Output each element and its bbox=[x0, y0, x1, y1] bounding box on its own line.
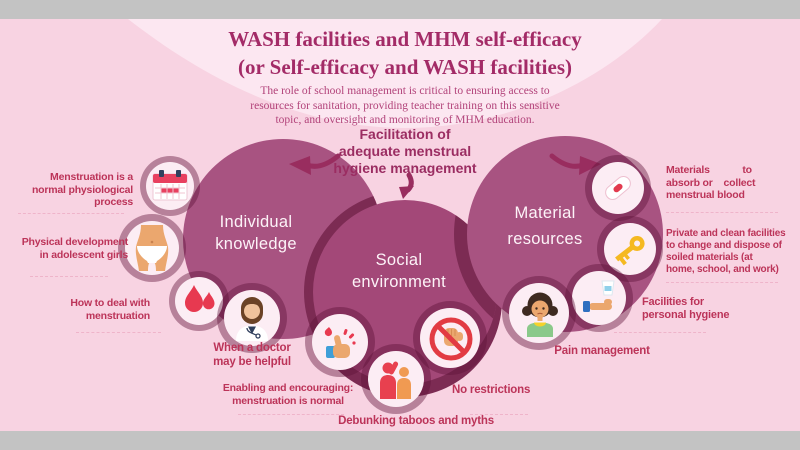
divider-line bbox=[238, 414, 344, 415]
letterbox-bar-bottom bbox=[0, 431, 800, 450]
label-materials-to-absorb: Materials to absorb or collect menstrual… bbox=[666, 164, 756, 202]
individual-knowledge-label: Individual knowledge bbox=[215, 213, 297, 253]
arrow-left-head bbox=[289, 156, 311, 175]
divider-line bbox=[18, 213, 124, 214]
arrow-down-head bbox=[399, 186, 414, 199]
divider-line bbox=[470, 414, 528, 415]
divider-line bbox=[76, 332, 161, 333]
doctor-icon bbox=[232, 295, 272, 346]
letterbox-bar-top bbox=[0, 0, 800, 19]
page-title: WASH facilities and MHM self-efficacy (o… bbox=[228, 27, 582, 79]
material-resources-label: Material resources bbox=[507, 204, 583, 248]
blood-drops-icon bbox=[182, 283, 218, 324]
people-talking-icon bbox=[376, 359, 416, 404]
divider-line bbox=[30, 276, 108, 277]
calendar-icon bbox=[151, 169, 189, 208]
divider-line bbox=[614, 332, 706, 333]
hand-soap-icon bbox=[579, 278, 619, 325]
female-body-icon bbox=[134, 225, 170, 276]
facilitation-arrows bbox=[289, 153, 601, 199]
divider-line bbox=[666, 282, 778, 283]
label-when-a-doctor: When a doctor may be helpful bbox=[213, 342, 291, 368]
label-private-clean-facilities: Private and clean facilities to change a… bbox=[666, 228, 786, 275]
key-icon bbox=[610, 229, 650, 274]
sanitary-pad-icon bbox=[598, 168, 638, 213]
no-gesture-icon bbox=[428, 316, 474, 367]
label-enabling-encouraging: Enabling and encouraging: menstruation i… bbox=[222, 382, 354, 407]
label-personal-hygiene: Facilities for personal hygiene bbox=[642, 296, 730, 322]
social-environment-label: Social environment bbox=[351, 251, 447, 291]
label-physical-development: Physical development in adolescent girls bbox=[21, 236, 128, 261]
divider-line bbox=[666, 212, 778, 213]
facilitation-caption: Facilitation of adequate menstrual hygie… bbox=[333, 126, 477, 177]
page-subtitle: The role of school management is critica… bbox=[250, 85, 560, 127]
label-menstruation-normal-process: Menstruation is a normal physiological p… bbox=[31, 171, 133, 209]
label-pain-management: Pain management bbox=[554, 345, 650, 357]
sad-girl-icon bbox=[517, 291, 563, 342]
label-how-to-deal: How to deal with menstruation bbox=[70, 297, 150, 322]
thumbs-up-icon bbox=[320, 322, 360, 367]
light-wedge-shape bbox=[128, 19, 662, 128]
label-debunking-taboos: Debunking taboos and myths bbox=[338, 415, 494, 427]
arrow-right-head bbox=[579, 156, 601, 175]
label-no-restrictions: No restrictions bbox=[452, 384, 531, 396]
